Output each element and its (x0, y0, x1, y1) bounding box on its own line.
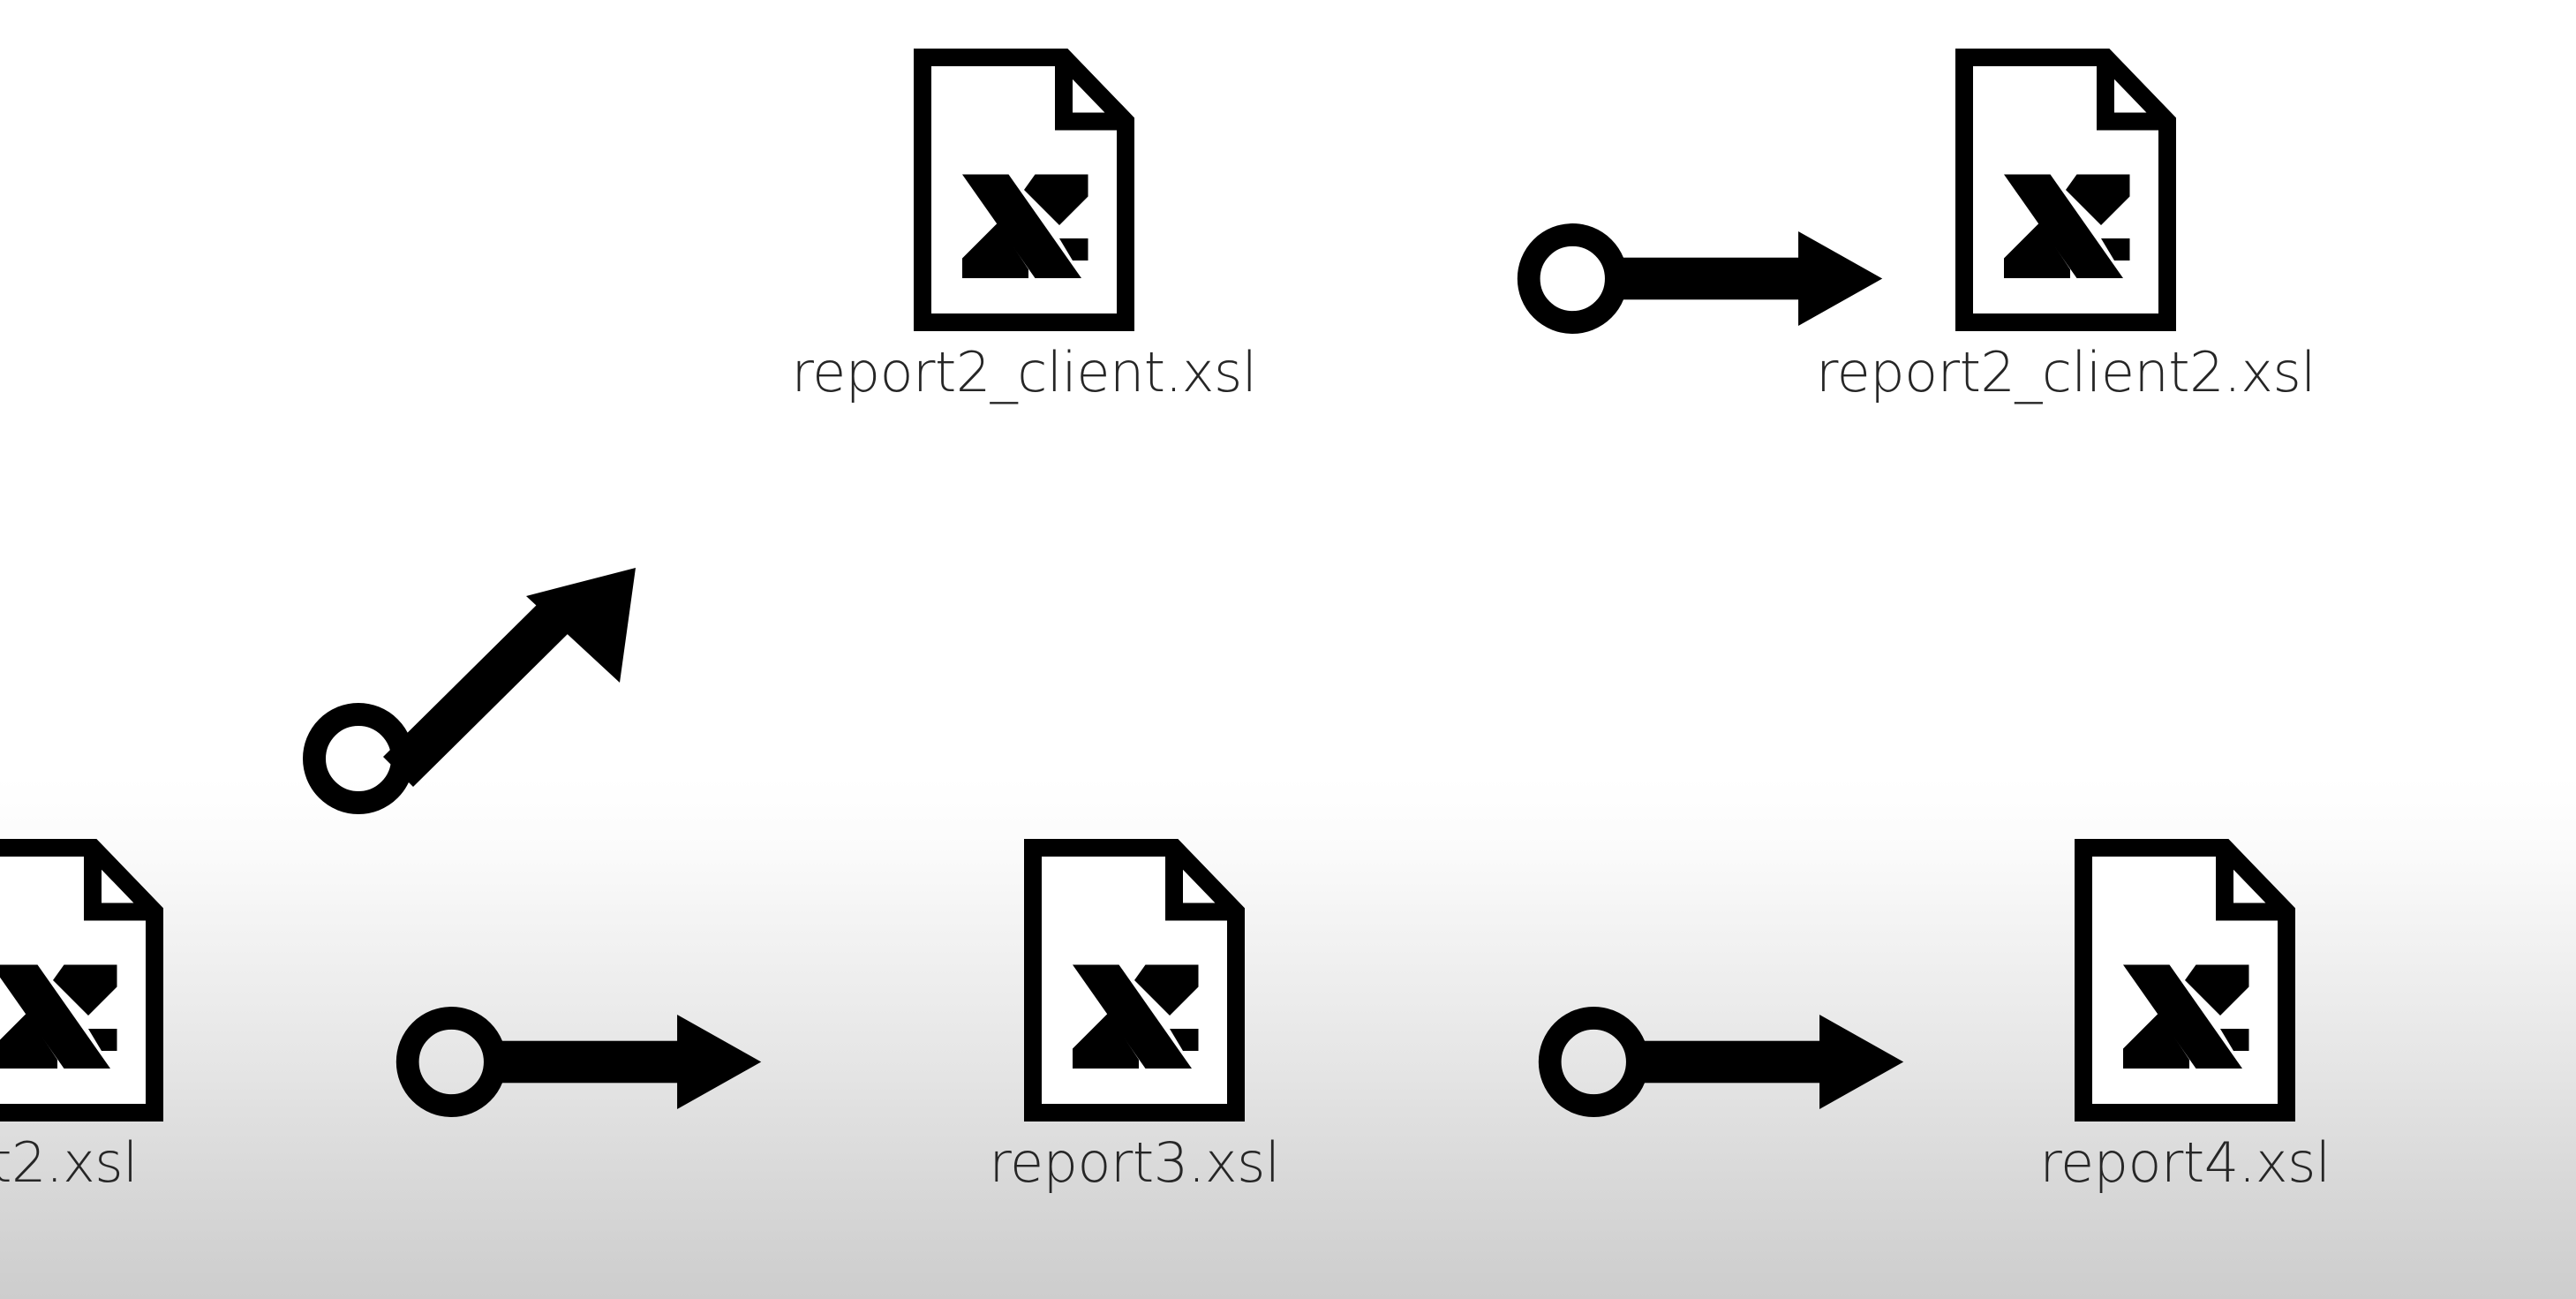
edge-report3-to-report4[interactable] (1538, 1007, 1909, 1117)
file-node-report3[interactable]: report3.xsl (931, 839, 1337, 1191)
file-node-label: rt2.xsl (0, 1130, 138, 1195)
file-node-label: report4.xsl (2039, 1130, 2331, 1195)
file-node-report4[interactable]: report4.xsl (1982, 839, 2388, 1191)
file-node-report2-client[interactable]: report2_client.xsl (791, 49, 1257, 401)
file-node-label: report3.xsl (989, 1130, 1280, 1195)
xsl-file-icon (1024, 839, 1245, 1122)
xsl-file-icon (1955, 49, 2176, 331)
edge-report2client-to-report2client2[interactable] (1517, 223, 1887, 334)
edge-report2-to-report2client[interactable] (303, 561, 644, 814)
xsl-file-icon (914, 49, 1134, 331)
file-node-label: report2_client.xsl (791, 340, 1257, 404)
xsl-file-icon (0, 839, 163, 1122)
file-node-label: report2_client2.xsl (1816, 340, 2316, 404)
file-node-report2[interactable]: rt2.xsl (0, 839, 256, 1191)
edge-report2-to-report3[interactable] (395, 1007, 766, 1117)
file-node-report2-client2[interactable]: report2_client2.xsl (1816, 49, 2316, 401)
xsl-file-icon (2075, 839, 2295, 1122)
